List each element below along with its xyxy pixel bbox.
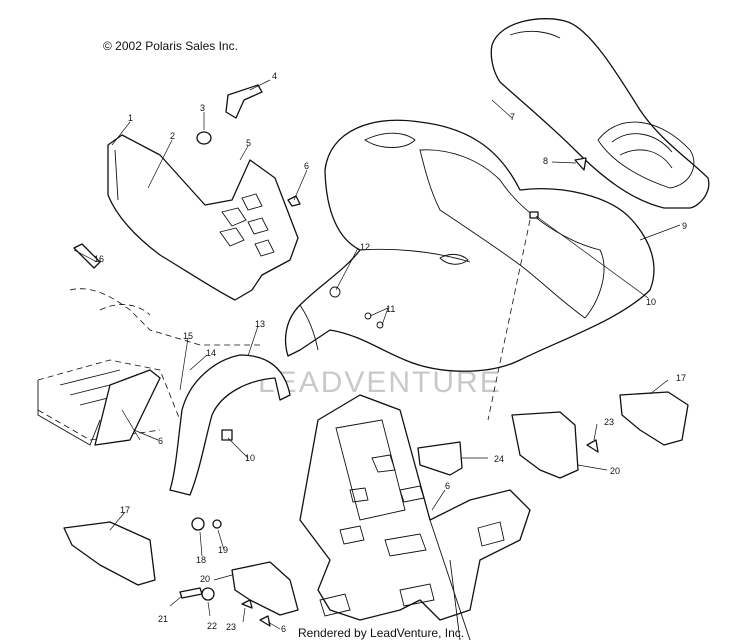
left-mud-guard-part: [231, 561, 299, 616]
seat-part: [490, 18, 710, 209]
main-frame-part: [299, 394, 531, 641]
pin-part: [179, 587, 203, 599]
callout-10-right: 10: [646, 297, 656, 307]
callout-19: 19: [218, 545, 228, 555]
screw-lower-part: [259, 615, 271, 627]
callout-5: 5: [246, 138, 251, 148]
clip-part: [574, 157, 587, 171]
callout-2: 2: [170, 131, 175, 141]
callout-20-left: 20: [200, 574, 210, 584]
alignment-line: [487, 219, 531, 421]
callout-6-left: 6: [158, 436, 163, 446]
nut-part: [191, 517, 205, 531]
screw-left-part: [241, 599, 253, 609]
grommet-part: [196, 131, 212, 145]
callout-17-left: 17: [120, 505, 130, 515]
callout-9: 9: [682, 221, 687, 231]
callout-8: 8: [543, 156, 548, 166]
callout-18: 18: [196, 555, 206, 565]
callout-11: 11: [386, 304, 395, 314]
callout-20-right: 20: [610, 466, 620, 476]
screw-right-part: [586, 439, 599, 453]
callout-3: 3: [200, 103, 205, 113]
callout-6-bottom: 6: [281, 624, 286, 634]
screw-part: [287, 195, 301, 207]
rendered-by-text: Rendered by LeadVenture, Inc.: [298, 626, 464, 640]
washer-part: [212, 519, 222, 529]
callout-10-left: 10: [245, 453, 255, 463]
cap-part: [201, 587, 215, 601]
callout-13: 13: [255, 319, 265, 329]
callout-12: 12: [360, 242, 370, 252]
right-footrest-part: [619, 391, 689, 446]
bracket-part: [225, 84, 263, 119]
callout-17-right: 17: [676, 373, 686, 383]
leader-lines: [73, 79, 681, 630]
callout-6-top: 6: [304, 161, 309, 171]
callout-21: 21: [158, 614, 168, 624]
callout-22: 22: [207, 621, 217, 631]
right-mud-guard-part: [511, 411, 579, 479]
copyright-text: © 2002 Polaris Sales Inc.: [103, 39, 238, 53]
callout-4: 4: [272, 71, 277, 81]
front-cab-part: [284, 119, 655, 372]
callout-15: 15: [183, 331, 193, 341]
callout-16: 16: [94, 254, 104, 264]
callout-24: 24: [494, 454, 504, 464]
callout-6-center: 6: [445, 481, 450, 491]
callout-23-right: 23: [604, 417, 614, 427]
callout-labels: 1 2 3 4 5 6 7 8 9 10 11 12 13 14 15 16 1…: [94, 71, 687, 634]
bolt-part: [73, 243, 101, 269]
side-panel-part: [107, 134, 299, 301]
callout-7: 7: [510, 112, 515, 122]
callout-1: 1: [128, 113, 133, 123]
plate-part: [417, 441, 463, 476]
left-footrest-part: [63, 521, 156, 586]
fender-flare-part: [94, 354, 291, 496]
callout-14: 14: [206, 348, 216, 358]
callout-23-left: 23: [226, 622, 236, 632]
